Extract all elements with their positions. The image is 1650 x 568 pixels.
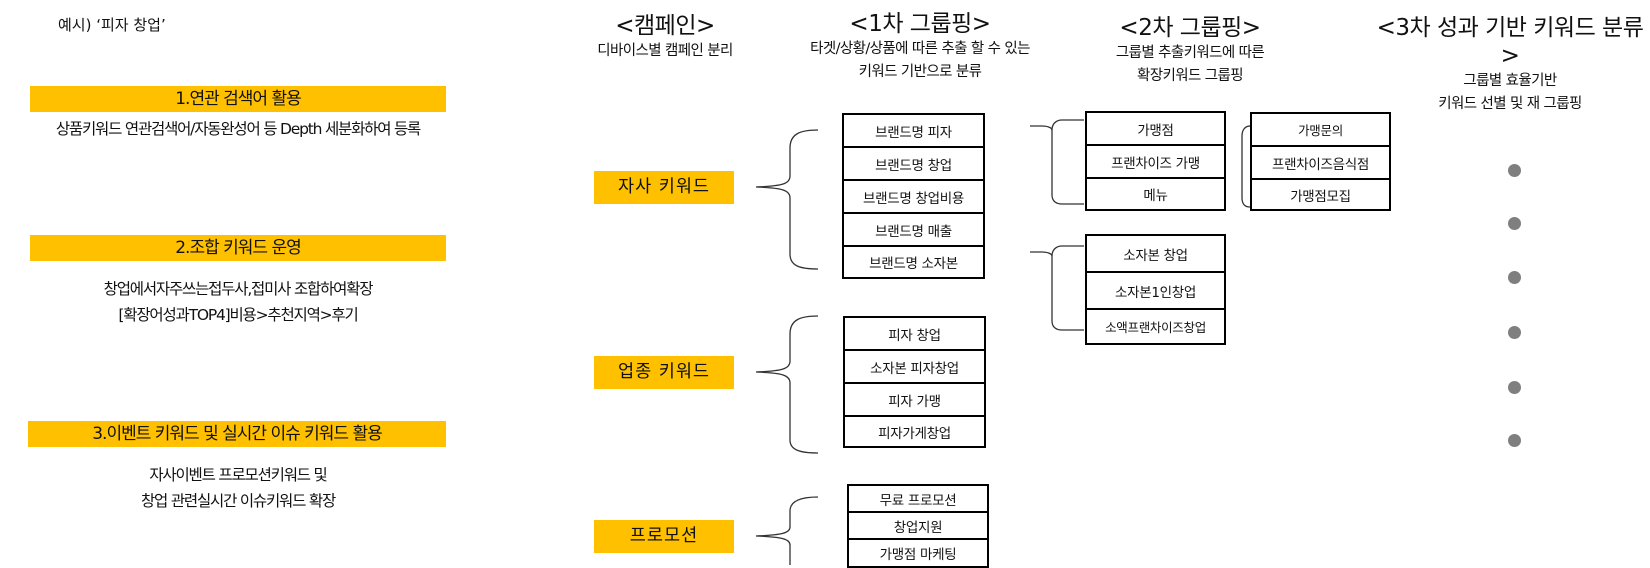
list-item: 피자가게창업 [878,425,951,442]
list-item: 소자본 피자창업 [845,351,984,384]
group2-ext-list: 가맹문의 프랜차이즈음식점 가맹점모집 [1250,112,1391,211]
list-item: 프랜차이즈음식점 [1252,147,1389,180]
bracket-group2-2-stem [1030,251,1053,257]
bracket-group2-ext [1241,125,1256,208]
bullet-dot [1508,381,1521,394]
list-item: 소자본 창업 [1087,236,1224,273]
campaign-own-keyword: 자사 키워드 [594,171,734,204]
list-item: 브랜드명 창업 [844,148,983,181]
campaign-industry-keyword: 업종 키워드 [594,356,734,389]
list-item: 창업지원 [849,513,987,540]
list-item: 가맹문의 [1252,114,1389,147]
list-item: 브랜드명 소자본 [869,256,958,272]
bullet-dot [1508,326,1521,339]
campaign-promotion: 프로모션 [594,520,734,553]
group2-list-2: 소자본 창업 소자본1인창업 소액프랜차이즈창업 [1085,234,1226,345]
bullet-dot [1508,434,1521,447]
list-item: 가맹점 [1087,113,1224,146]
list-item: 가맹점모집 [1290,188,1351,205]
example-label: 예시) ‘피자 창업’ [58,16,166,34]
list-item: 소액프랜차이즈창업 [1105,320,1206,335]
list-item: 피자 가맹 [845,384,984,417]
list-item: 메뉴 [1143,188,1168,204]
header-group1: <1차 그룹핑> 타겟/상황/상품에 따른 추출 할 수 있는 키워드 기반으로… [810,11,1030,80]
strategy-title-1: 1.연관 검색어 활용 [30,86,446,112]
strategy-desc-2: 창업에서자주쓰는접두사,접미사 조합하여확장 [확장어성과TOP4]비용>추천지… [103,280,374,324]
list-item: 소자본1인창업 [1087,273,1224,310]
group1-list-promotion: 무료 프로모션 창업지원 가맹점 마케팅 [847,484,989,568]
list-item: 브랜드명 매출 [844,214,983,247]
brace-campaign-1 [755,129,819,270]
list-item: 브랜드명 창업비용 [844,181,983,214]
bullet-dot [1508,271,1521,284]
bullet-dot [1508,164,1521,177]
bracket-group2-2 [1051,245,1084,331]
list-item: 무료 프로모션 [849,486,987,513]
group1-list-industry: 피자 창업 소자본 피자창업 피자 가맹 피자가게창업 [843,316,986,448]
strategy-desc-3: 자사이벤트 프로모션키워드 및 창업 관련실시간 이슈키워드 확장 [140,466,336,510]
strategy-title-3: 3.이벤트 키워드 및 실시간 이슈 키워드 활용 [28,421,446,447]
list-item: 프랜차이즈 가맹 [1087,146,1224,179]
bullet-dot [1508,217,1521,230]
brace-campaign-3 [755,496,819,565]
header-group3: <3차 성과 기반 키워드 분류> 그룹별 효율기반 키워드 선별 및 재 그룹… [1376,15,1644,112]
strategy-desc-1: 상품키워드 연관검색어/자동완성어 등 Depth 세분화하여 등록 [55,120,421,138]
list-item: 브랜드명 피자 [844,115,983,148]
header-group2: <2차 그룹핑> 그룹별 추출키워드에 따른 확장키워드 그룹핑 [1115,15,1265,84]
header-campaign: <캠페인> 디바이스별 캠페인 분리 [597,13,733,59]
bracket-group2-1-stem [1030,125,1053,131]
brace-campaign-2 [755,315,819,454]
strategy-title-2: 2.조합 키워드 운영 [30,235,446,261]
group1-list-own: 브랜드명 피자 브랜드명 창업 브랜드명 창업비용 브랜드명 매출 브랜드명 소… [842,113,985,279]
bracket-group2-1 [1051,119,1084,205]
list-item: 피자 창업 [845,318,984,351]
list-item: 가맹점 마케팅 [879,547,957,563]
group2-list-1: 가맹점 프랜차이즈 가맹 메뉴 [1085,111,1226,211]
